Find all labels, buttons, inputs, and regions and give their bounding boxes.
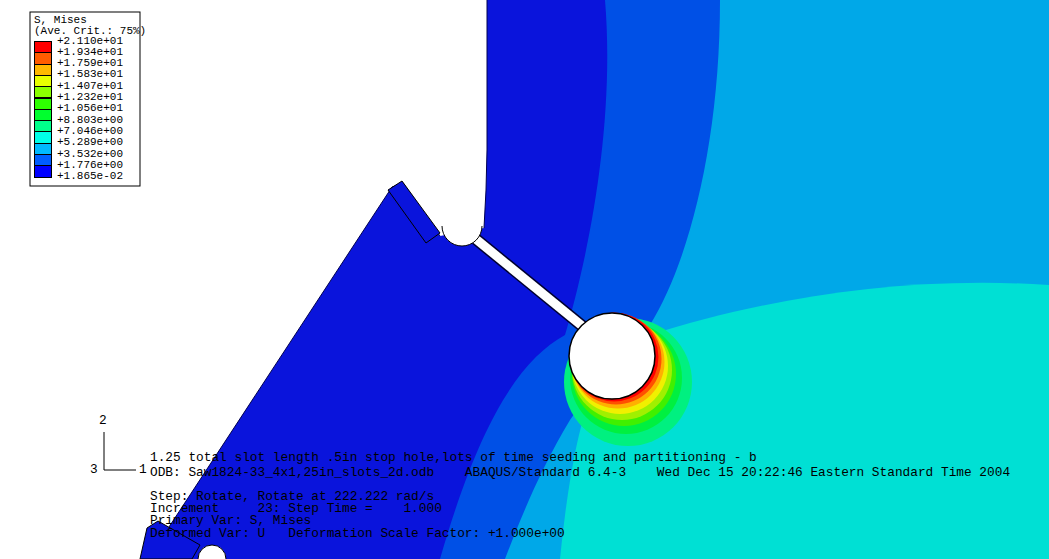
tooth-tip bbox=[388, 181, 440, 243]
deformed-var: Deformed Var: U Deformation Scale Factor… bbox=[150, 528, 565, 540]
legend-value: +1.934e+01 bbox=[57, 47, 123, 58]
legend-value: +8.803e+00 bbox=[57, 115, 123, 126]
step-info: Step: Rotate, Rotate at 222.222 rad/s bbox=[150, 491, 434, 503]
legend-value: +7.046e+00 bbox=[57, 126, 123, 137]
legend-value: +5.289e+00 bbox=[57, 137, 123, 148]
axis-line bbox=[104, 470, 136, 471]
odb-info: ODB: Saw1824-33_4x1,25in_slots_2d.odb AB… bbox=[150, 467, 1010, 479]
increment-info: Increment 23: Step Time = 1.000 bbox=[150, 503, 442, 515]
primary-var: Primary Var: S, Mises bbox=[150, 515, 311, 527]
legend-title: S, Mises bbox=[34, 15, 87, 26]
legend-value: +1.865e-02 bbox=[57, 171, 123, 182]
axis-line bbox=[104, 432, 105, 470]
gullet-gap bbox=[441, 200, 483, 226]
axis-label: 2 bbox=[99, 415, 107, 427]
axis-label: 3 bbox=[90, 464, 98, 476]
axis-label: 1 bbox=[139, 464, 147, 476]
slot-edge bbox=[466, 231, 592, 334]
slot bbox=[466, 231, 592, 334]
legend-swatch bbox=[34, 165, 52, 177]
stop-hole bbox=[569, 313, 655, 399]
legend-value: +1.056e+01 bbox=[57, 103, 123, 114]
legend-box bbox=[30, 12, 140, 186]
legend-subtitle: (Ave. Crit.: 75%) bbox=[34, 26, 146, 37]
legend-value: +3.532e+00 bbox=[57, 149, 123, 160]
plot-title: 1.25 total slot length .5in stop hole,lo… bbox=[150, 452, 757, 464]
gullet bbox=[198, 545, 226, 559]
legend-value: +1.407e+01 bbox=[57, 81, 123, 92]
legend-value: +1.232e+01 bbox=[57, 92, 123, 103]
legend-value: +1.583e+01 bbox=[57, 69, 123, 80]
legend-value: +2.110e+01 bbox=[57, 36, 123, 47]
legend-value: +1.759e+01 bbox=[57, 58, 123, 69]
legend-value: +1.776e+00 bbox=[57, 160, 123, 171]
